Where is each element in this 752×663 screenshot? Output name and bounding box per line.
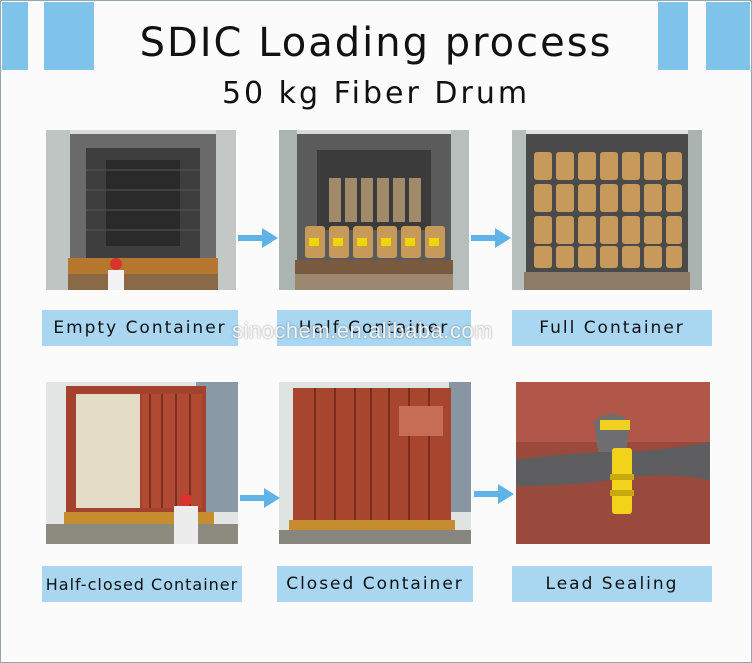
arrow-right-icon bbox=[471, 228, 511, 248]
photo-lead-sealing bbox=[516, 382, 710, 544]
photo-half-container bbox=[279, 130, 469, 290]
header-tab-left-1 bbox=[2, 2, 28, 70]
arrow-right-icon bbox=[474, 484, 514, 504]
page-title: SDIC Loading process bbox=[139, 20, 613, 66]
step-label-half-container: Half Container bbox=[277, 310, 471, 346]
step-label-closed-container: Closed Container bbox=[277, 566, 473, 602]
photo-half-closed-container bbox=[46, 382, 238, 544]
page-subtitle: 50 kg Fiber Drum bbox=[221, 76, 531, 111]
step-label-lead-sealing: Lead Sealing bbox=[512, 566, 712, 602]
photo-closed-container bbox=[279, 382, 471, 544]
header-tab-right-2 bbox=[706, 2, 750, 70]
step-label-half-closed-container: Half-closed Container bbox=[42, 566, 242, 602]
arrow-right-icon bbox=[238, 228, 278, 248]
watermark: sinochem.en.alibaba.com bbox=[232, 318, 493, 343]
photo-full-container bbox=[512, 130, 702, 290]
step-label-full-container: Full Container bbox=[512, 310, 712, 346]
step-label-empty-container: Empty Container bbox=[42, 310, 238, 346]
photo-empty-container bbox=[46, 130, 236, 290]
header-tab-left-2 bbox=[44, 2, 94, 70]
header-tab-right-1 bbox=[658, 2, 688, 70]
arrow-right-icon bbox=[240, 488, 280, 508]
